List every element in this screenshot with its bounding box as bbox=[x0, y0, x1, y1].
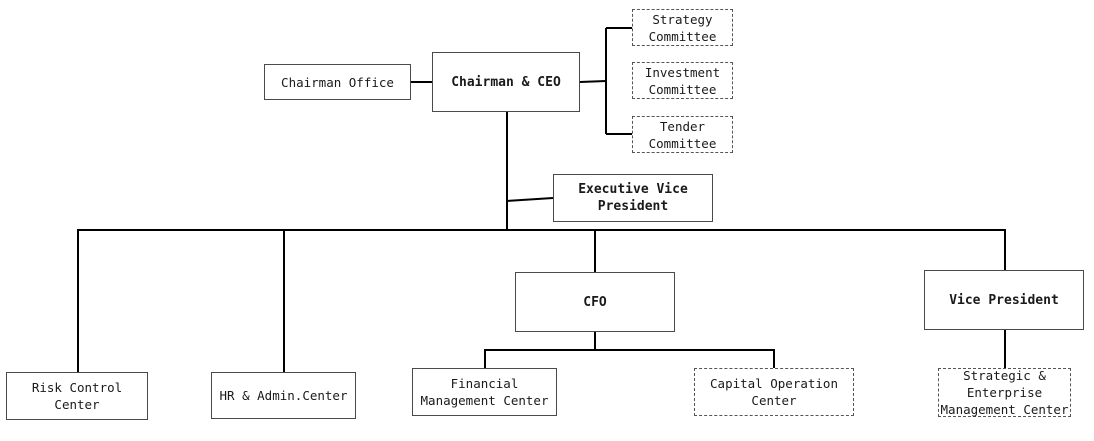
financial-management-center-box: Financial Management Center bbox=[412, 368, 557, 416]
connector-evp bbox=[506, 197, 554, 202]
chairman-office-box: Chairman Office bbox=[264, 64, 411, 100]
chairman-ceo-box: Chairman & CEO bbox=[432, 52, 580, 112]
tender-committee-box: Tender Committee bbox=[632, 116, 733, 153]
strategy-committee-box: Strategy Committee bbox=[632, 9, 733, 46]
hr-admin-center-box: HR & Admin.Center bbox=[211, 372, 356, 419]
risk-control-center-box: Risk Control Center bbox=[6, 372, 148, 420]
investment-committee-box: Investment Committee bbox=[632, 62, 733, 99]
executive-vp-box: Executive Vice President bbox=[553, 174, 713, 222]
connector-ceo-committees bbox=[579, 80, 607, 83]
strategic-enterprise-center-box: Strategic & Enterprise Management Center bbox=[938, 368, 1071, 417]
capital-operation-center-box: Capital Operation Center bbox=[694, 368, 854, 416]
vice-president-box: Vice President bbox=[924, 270, 1084, 330]
cfo-box: CFO bbox=[515, 272, 675, 332]
